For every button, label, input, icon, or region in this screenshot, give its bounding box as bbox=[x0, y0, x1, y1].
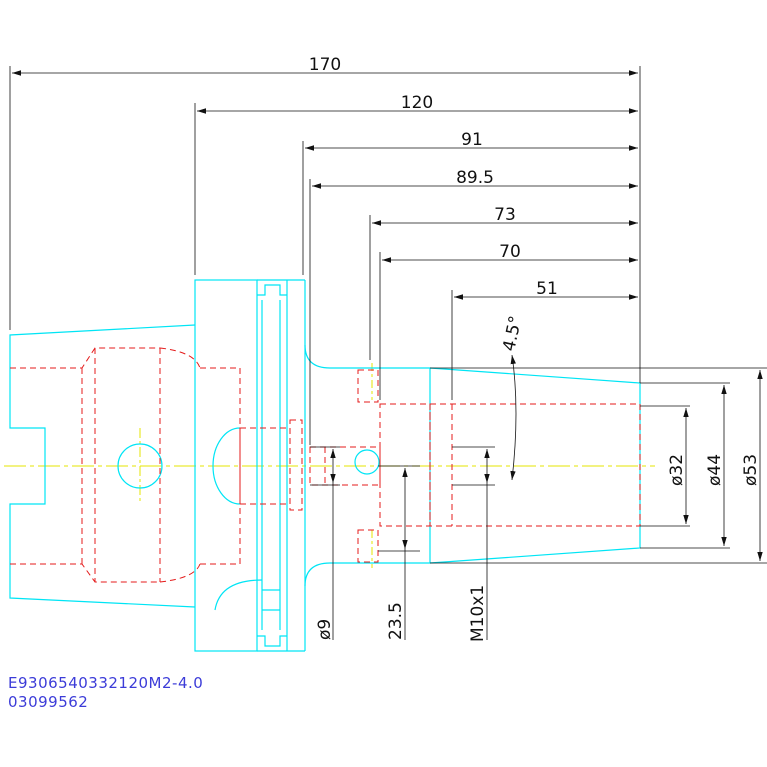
dim-170: 170 bbox=[309, 55, 341, 75]
dim-dia53: ø53 bbox=[741, 454, 761, 486]
dim-angle: 4.5° bbox=[499, 314, 526, 353]
dim-thread: M10x1 bbox=[468, 585, 488, 642]
dim-120: 120 bbox=[401, 93, 433, 113]
part-code-line2: 03099562 bbox=[8, 693, 89, 711]
dim-23-5: 23.5 bbox=[386, 602, 406, 640]
dimension-labels: 170 120 91 89.5 73 70 51 4.5° ø32 ø44 ø5… bbox=[309, 55, 761, 642]
dim-70: 70 bbox=[499, 242, 521, 262]
hidden-lines bbox=[10, 347, 641, 583]
dim-dia44: ø44 bbox=[705, 454, 725, 486]
dim-73: 73 bbox=[494, 205, 516, 225]
dim-dia9: ø9 bbox=[315, 619, 335, 640]
dim-51: 51 bbox=[536, 279, 558, 299]
dim-91: 91 bbox=[461, 130, 483, 150]
dimension-lines bbox=[9, 66, 767, 640]
dim-dia32: ø32 bbox=[667, 454, 687, 486]
dim-89-5: 89.5 bbox=[456, 168, 494, 188]
centerlines bbox=[4, 363, 655, 568]
part-code-line1: E9306540332120M2-4.0 bbox=[8, 674, 204, 692]
part-outline bbox=[9, 279, 641, 652]
